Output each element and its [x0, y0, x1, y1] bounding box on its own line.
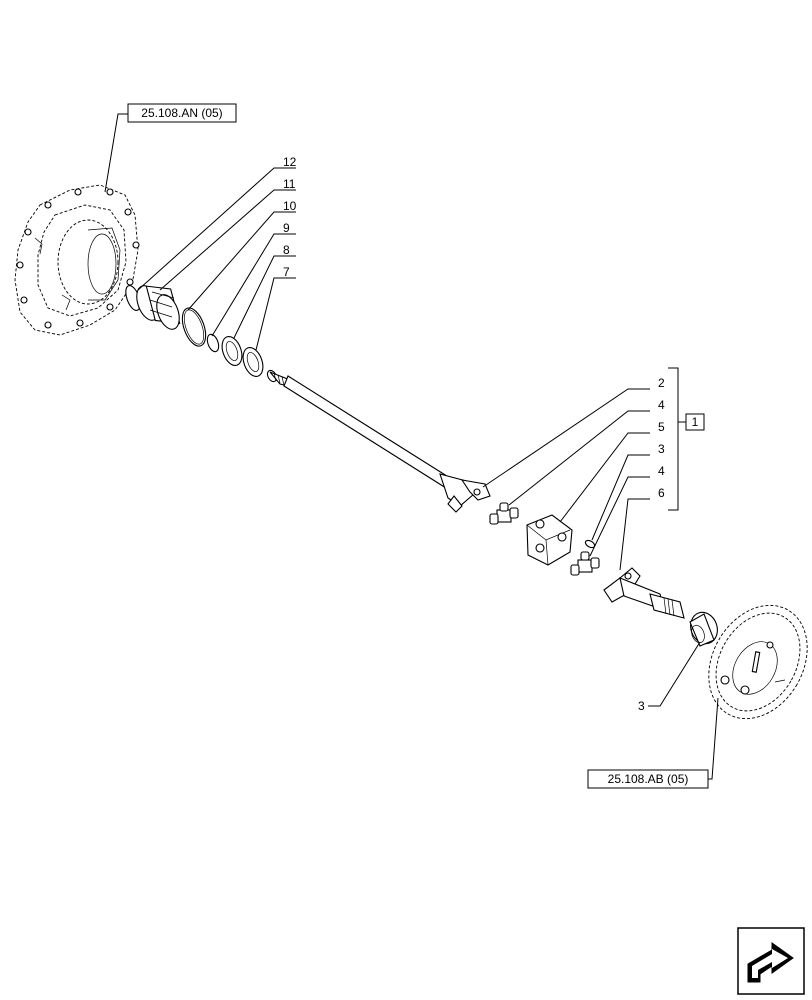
bearing — [221, 336, 243, 366]
universal-joint-cross-2 — [570, 551, 600, 576]
group-callout: 1 — [685, 413, 705, 431]
oil-seal — [242, 347, 264, 377]
callout-6: 6 — [658, 486, 665, 500]
stub-shaft-yoke — [603, 567, 685, 619]
bushing-sleeve — [136, 285, 181, 330]
leader-lines — [104, 113, 719, 780]
wheel-hub-flange — [708, 604, 808, 720]
callout-3a: 3 — [658, 442, 665, 456]
reference-label-bottom[interactable]: 25.108.AB (05) — [608, 772, 689, 786]
callout-3b: 3 — [638, 699, 645, 713]
reference-link-top[interactable]: 25.108.AN (05) — [127, 103, 237, 123]
callout-10: 10 — [283, 199, 297, 213]
o-ring-small — [206, 333, 220, 353]
callout-4a: 4 — [658, 398, 665, 412]
callout-8: 8 — [283, 243, 290, 257]
group-label: 1 — [692, 415, 699, 429]
callout-numbers: 12 11 10 9 8 7 2 4 5 3 4 6 3 — [283, 155, 665, 713]
axle-housing — [14, 184, 140, 336]
double-yoke-coupling — [526, 514, 573, 566]
callout-11: 11 — [283, 177, 296, 191]
next-page-arrow-icon[interactable] — [737, 927, 805, 995]
axle-shaft — [266, 369, 491, 513]
reference-link-bottom[interactable]: 25.108.AB (05) — [587, 769, 709, 789]
callout-5: 5 — [658, 420, 665, 434]
universal-joint-cross-1 — [489, 502, 519, 525]
wheel-bearing — [689, 611, 718, 647]
callout-12: 12 — [283, 155, 297, 169]
callout-7: 7 — [283, 265, 290, 279]
o-ring-large — [181, 307, 207, 347]
reference-label-top[interactable]: 25.108.AN (05) — [141, 106, 222, 120]
callout-2: 2 — [658, 376, 665, 390]
callout-9: 9 — [283, 221, 290, 235]
callout-4b: 4 — [658, 464, 665, 478]
